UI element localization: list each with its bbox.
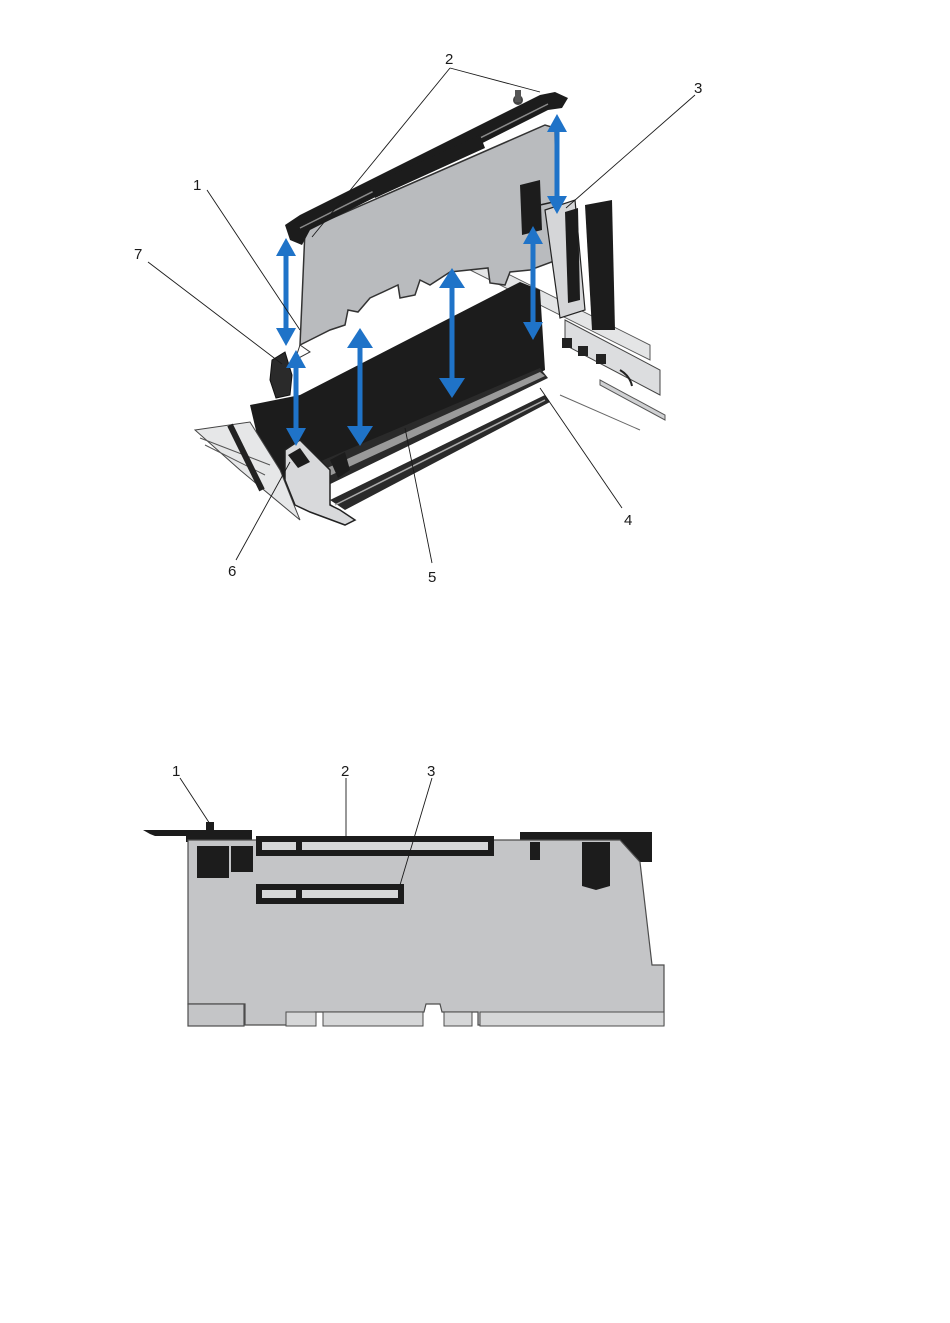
- callouts-bottom: 1 2 3: [172, 763, 435, 780]
- callout-5: 5: [428, 569, 436, 586]
- board-callout-2: 2: [341, 763, 349, 780]
- callout-3: 3: [694, 80, 702, 97]
- pcie-slot-2: [256, 884, 404, 904]
- expansion-card-installation-figure: 1 2 3 4 5 6 7: [134, 51, 702, 586]
- callout-1: 1: [193, 177, 201, 194]
- callouts-top: 1 2 3 4 5 6 7: [134, 51, 702, 586]
- card-guide-clip: [270, 352, 292, 398]
- arrow-left-bracket: [276, 238, 296, 346]
- callout-7: 7: [134, 246, 142, 263]
- riser-board-figure: 1 2 3: [143, 763, 664, 1026]
- board-callout-1: 1: [172, 763, 180, 780]
- board-callout-3: 3: [427, 763, 435, 780]
- callout-2: 2: [445, 51, 453, 68]
- callout-6: 6: [228, 563, 236, 580]
- pcie-slot-1: [256, 836, 494, 856]
- callout-4: 4: [624, 512, 632, 529]
